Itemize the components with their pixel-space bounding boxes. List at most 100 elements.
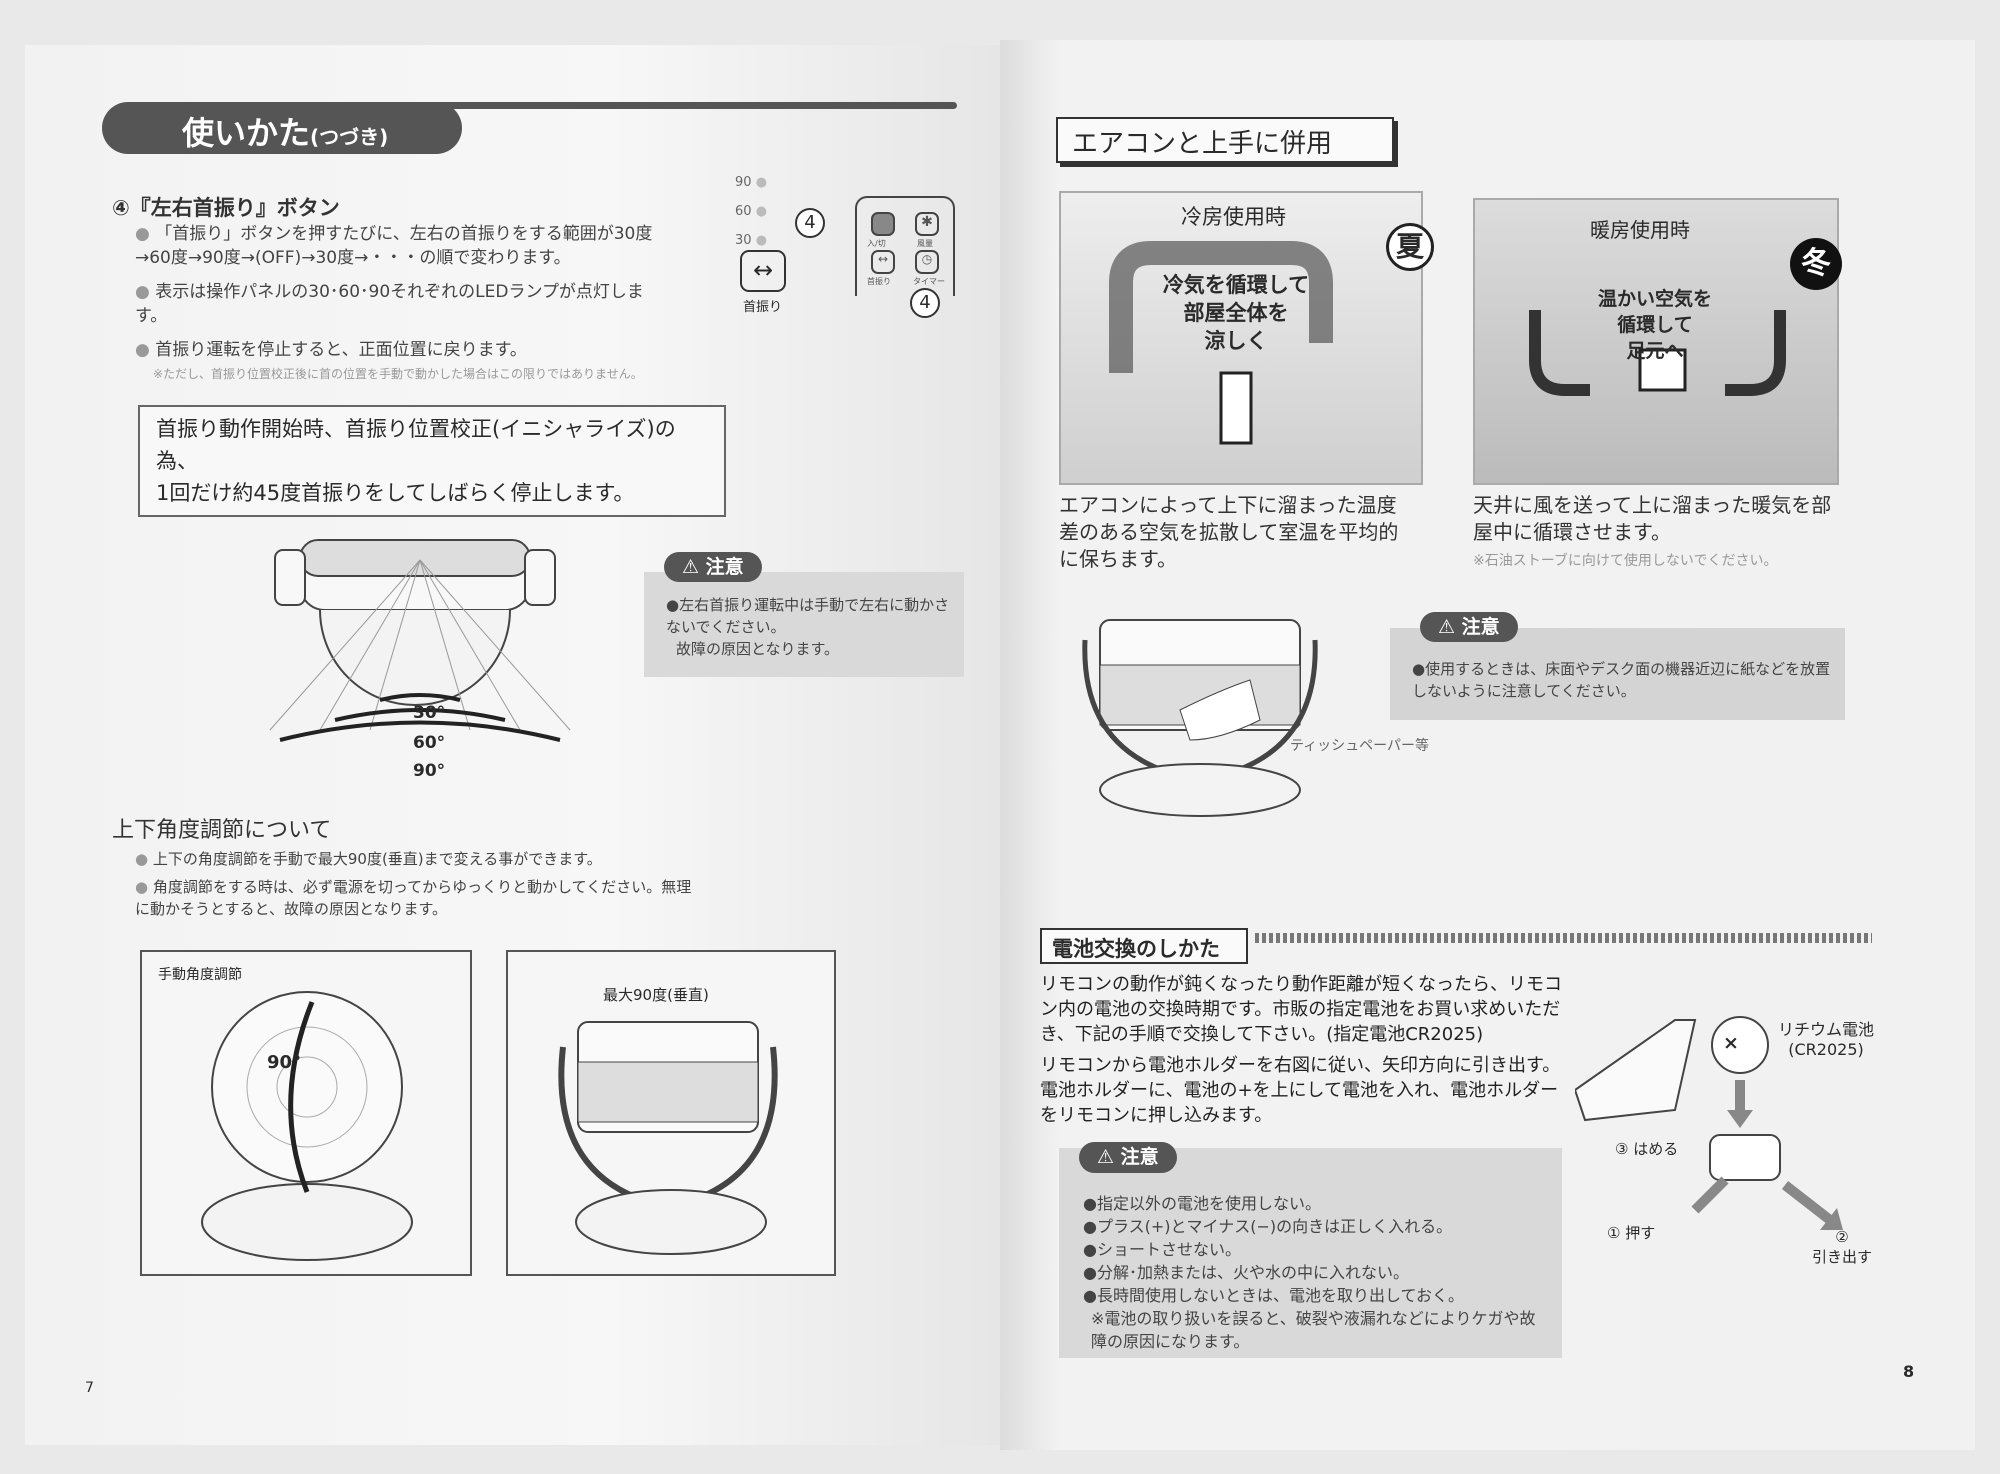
- figure-label: 手動角度調節: [158, 967, 242, 983]
- remote-outline: [1575, 1019, 1697, 1122]
- fan-vertical-illustration: [558, 1021, 778, 1255]
- power-icon: [871, 212, 895, 236]
- battery-sign: ×: [1723, 1032, 1739, 1054]
- tissue: [1179, 679, 1261, 741]
- tissue-label: ティッシュペーパー等: [1290, 738, 1430, 754]
- summer-badge: 夏: [1386, 223, 1434, 271]
- battery-coin: [1711, 1016, 1769, 1074]
- tilt-arrow: [288, 1001, 315, 1193]
- page-number-right: 8: [1903, 1362, 1915, 1381]
- footnote: ※ただし、首振り位置校正後に首の位置を手動で動かした場合はこの限りではありません…: [153, 367, 643, 381]
- figure-label: 最大90度(垂直): [603, 986, 709, 1004]
- caution-battery: ⚠ 注意 ●指定以外の電池を使用しない。 ●プラス(+)とマイナス(−)の向きは…: [1059, 1142, 1562, 1358]
- tilt-bullets: ● 上下の角度調節を手動で最大90度(垂直)まで変える事ができます。 ● 角度調…: [135, 848, 695, 920]
- oscillation-button-icon: ↔: [740, 250, 786, 292]
- fan-base: [319, 609, 511, 706]
- figure-max-tilt: 最大90度(垂直): [506, 950, 836, 1276]
- battery-heading: 電池交換のしかた: [1040, 928, 1248, 964]
- title-suffix: (つづき): [310, 125, 389, 149]
- caution-paper: ⚠ 注意 ●使用するときは、床面やデスク面の機器近辺に紙などを放置しないように注…: [1390, 612, 1845, 720]
- heating-note: ※石油ストーブに向けて使用しないでください。: [1473, 553, 1778, 569]
- caution-item: ●分解･加熱または、火や水の中に入れない。: [1083, 1263, 1409, 1282]
- title-text: 使いかた: [182, 114, 311, 152]
- figure-manual-tilt: 手動角度調節 90°: [140, 950, 472, 1276]
- fan-icon: [1219, 371, 1253, 445]
- cooling-inner-text: 冷気を循環して部屋全体を涼しく: [1162, 273, 1310, 353]
- caution-text: 故障の原因となります。: [676, 640, 840, 658]
- cooling-airflow: [1109, 241, 1333, 445]
- oscillation-diagram: [269, 539, 571, 742]
- caution-tag: ⚠ 注意: [1079, 1142, 1177, 1173]
- remote-label: 入/切: [867, 239, 886, 248]
- section-heading-oscillation: ④『左右首振り』ボタン: [112, 196, 340, 220]
- battery-label: リチウム電池(CR2025): [1778, 1020, 1875, 1059]
- battery-paragraph-1: リモコンの動作が鈍くなったり動作距離が短くなったら、リモコン内の電池の交換時期で…: [1040, 974, 1562, 1045]
- bullet: ● 表示は操作パネルの30･60･90それぞれのLEDランプが点灯します。: [135, 282, 644, 326]
- remote-label: 首振り: [867, 277, 891, 286]
- arc-90: [279, 720, 561, 742]
- callout-4-remote: 4: [910, 288, 940, 318]
- caution-text: ●左右首振り運転中は手動で左右に動かさないでください。: [666, 596, 950, 636]
- caution-item: ※電池の取り扱いを誤ると、破裂や液漏れなどによりケガや故障の原因になります。: [1091, 1309, 1536, 1351]
- heading-rule: [1255, 933, 1872, 943]
- step-3-label: ③ はめる: [1615, 1140, 1679, 1158]
- caution-item: ●長時間使用しないときは、電池を取り出しておく。: [1083, 1286, 1465, 1305]
- fan-speed-icon: ✱: [915, 212, 939, 236]
- page-title: 使いかた(つづき): [102, 102, 462, 154]
- caution-tag: ⚠ 注意: [664, 552, 762, 582]
- bullet: ● 角度調節をする時は、必ず電源を切ってからゆっくりと動かしてください。無理に動…: [135, 878, 692, 918]
- led-90: 90 ●: [735, 175, 768, 190]
- heating-label: 暖房使用時: [1590, 218, 1690, 242]
- angle-60: 60°: [413, 733, 446, 753]
- section-title-aircon: エアコンと上手に併用: [1056, 117, 1394, 163]
- caution-item: ●指定以外の電池を使用しない。: [1083, 1194, 1321, 1213]
- page-title-bar: 使いかた(つづき): [102, 102, 957, 154]
- heating-description: 天井に風を送って上に溜まった暖気を部屋中に循環させます。: [1473, 493, 1832, 544]
- led-indicators: 90 ● 60 ● 30 ●: [735, 168, 767, 255]
- caution-oscillation: ⚠ 注意 ●左右首振り運転中は手動で左右に動かさないでください。 故障の原因とな…: [644, 552, 964, 677]
- remote-label: 風量: [917, 239, 933, 248]
- bullet: ● 首振り運転を停止すると、正面位置に戻ります。: [135, 340, 527, 360]
- oscillation-icon: ↔: [871, 250, 895, 274]
- initialize-note: 首振り動作開始時、首振り位置校正(イニシャライズ)の為、 1回だけ約45度首振り…: [138, 405, 726, 517]
- title-rule: [402, 102, 957, 109]
- remote-label: タイマー: [913, 277, 945, 286]
- heating-inner-text: 温かい空気を循環して足元へ: [1597, 288, 1712, 362]
- tilt-angle: 90°: [267, 1052, 302, 1073]
- angle-90: 90°: [413, 761, 446, 781]
- step-1-label: ① 押す: [1607, 1224, 1656, 1242]
- note-line: 首振り動作開始時、首振り位置校正(イニシャライズ)の為、: [156, 417, 676, 473]
- bullet: ● 「首振り」ボタンを押すたびに、左右の首振りをする範囲が30度→60度→90度…: [135, 224, 653, 268]
- caution-item: ●プラス(+)とマイナス(−)の向きは正しく入れる。: [1083, 1217, 1453, 1236]
- battery-diagram: [1575, 1016, 1843, 1230]
- page-number-left: 7: [85, 1380, 94, 1396]
- battery-paragraph-2: リモコンから電池ホルダーを右図に従い、矢印方向に引き出す。電池ホルダーに、電池の…: [1040, 1055, 1561, 1126]
- fan-tilt-illustration: [201, 991, 413, 1261]
- timer-icon: ◷: [915, 250, 939, 274]
- caution-tag: ⚠ 注意: [1420, 612, 1518, 642]
- arc-60: [334, 708, 506, 722]
- fan-tissue-illustration: [1082, 619, 1318, 817]
- led-60: 60 ●: [735, 204, 768, 219]
- angle-30: 30°: [413, 703, 446, 723]
- cooling-label: 冷房使用時: [1181, 205, 1286, 229]
- bullet: ● 上下の角度調節を手動で最大90度(垂直)まで変える事ができます。: [135, 850, 602, 868]
- oscillation-bullets: ● 「首振り」ボタンを押すたびに、左右の首振りをする範囲が30度→60度→90度…: [135, 222, 665, 386]
- caution-text: ●使用するときは、床面やデスク面の機器近辺に紙などを放置しないように注意してくだ…: [1412, 660, 1831, 700]
- battery-holder: [1709, 1134, 1781, 1181]
- caution-item: ●ショートさせない。: [1083, 1240, 1241, 1259]
- note-line: 1回だけ約45度首振りをしてしばらく停止します。: [156, 481, 635, 505]
- heating-airflow: [1529, 310, 1786, 396]
- winter-badge: 冬: [1790, 238, 1842, 290]
- tilt-heading: 上下角度調節について: [112, 818, 332, 843]
- callout-4-panel: 4: [795, 208, 825, 238]
- heating-panel: 暖房使用時 冬 温かい空気を循環して足元へ: [1473, 198, 1842, 485]
- fan-icon: [1638, 348, 1687, 392]
- oscillation-button-label: 首振り: [743, 300, 783, 315]
- arc-30: [379, 693, 461, 702]
- remote-control: 入/切 ✱ 風量 ↔ 首振り ◷ タイマー: [855, 196, 955, 296]
- cooling-panel: 冷房使用時 夏 冷気を循環して部屋全体を涼しく: [1059, 191, 1434, 485]
- led-30: 30 ●: [735, 233, 768, 248]
- cooling-description: エアコンによって上下に溜まった温度差のある空気を拡散して室温を平均的に保ちます。: [1059, 493, 1399, 571]
